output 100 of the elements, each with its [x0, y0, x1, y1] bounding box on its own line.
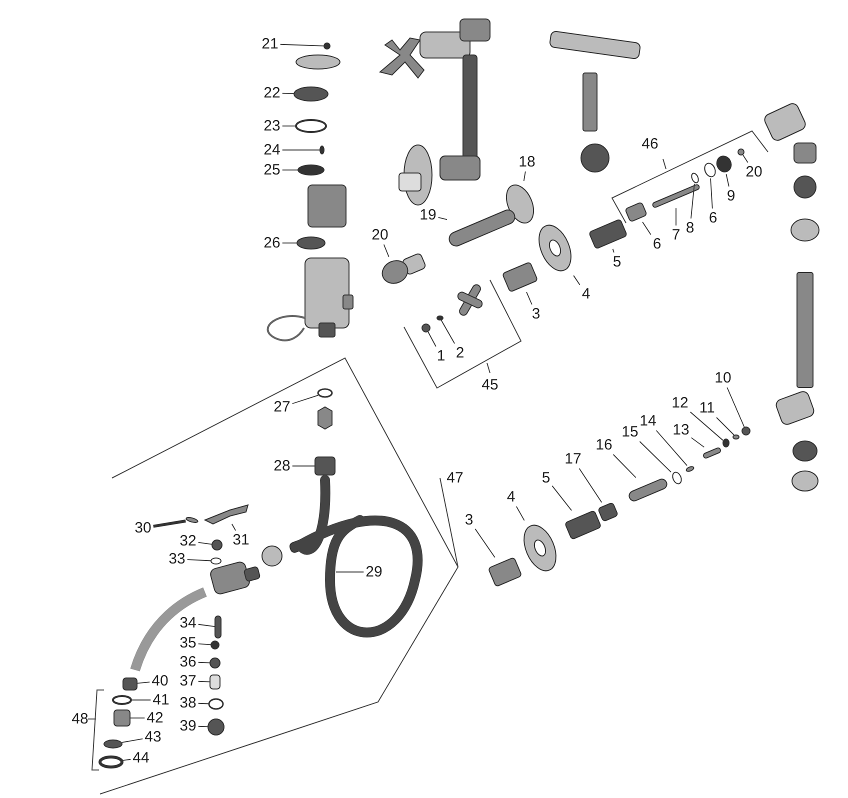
spring: [686, 466, 694, 472]
ball: [210, 640, 220, 650]
leader-line: [573, 275, 580, 286]
leader-line: [612, 248, 614, 253]
callout-number: 15: [622, 424, 638, 440]
pin: [186, 517, 198, 523]
spring: [210, 674, 220, 690]
callout-number: 35: [180, 636, 196, 650]
leader-line: [642, 222, 652, 236]
callout-number: 37: [180, 674, 196, 688]
leader-line: [428, 332, 436, 347]
leader-line: [726, 174, 730, 187]
pin: [320, 146, 324, 154]
o-ring: [691, 172, 699, 184]
callout-number: 30: [134, 520, 152, 536]
leader-line: [282, 92, 294, 94]
callout-number: 26: [264, 236, 280, 250]
leader-line: [438, 217, 448, 220]
callout-number: 8: [686, 220, 694, 236]
callout-number: 46: [642, 136, 658, 152]
callout-number: 5: [612, 254, 622, 270]
washer: [716, 156, 732, 172]
callout-number: 43: [144, 730, 162, 744]
leader-line: [552, 485, 572, 511]
leader-line: [186, 559, 212, 562]
fitting: [738, 148, 744, 156]
nut: [208, 718, 224, 736]
callout-number: 25: [264, 162, 280, 178]
leader-line: [474, 528, 496, 558]
callout-number: 23: [264, 118, 280, 134]
callout-number: 20: [372, 228, 388, 242]
screw: [422, 324, 430, 332]
nut: [382, 260, 408, 284]
pin: [732, 434, 740, 440]
flange: [506, 184, 534, 224]
leader-line: [612, 454, 636, 478]
leader-line: [710, 178, 713, 209]
leader-line: [282, 242, 298, 244]
callout-number: 3: [464, 512, 474, 528]
callout-number: 40: [152, 674, 168, 688]
callout-number: 24: [264, 142, 280, 158]
callout-number: 47: [446, 470, 464, 486]
leader-line: [523, 171, 526, 182]
callout-number: 12: [672, 396, 688, 410]
callout-number: 18: [518, 154, 536, 170]
leader-line: [153, 520, 186, 528]
escutcheon: [524, 524, 556, 572]
callout-number: 6: [708, 210, 718, 226]
callout-number: 29: [366, 564, 382, 580]
leader-line: [526, 292, 532, 305]
leader-line: [690, 183, 695, 219]
callout-number: 27: [274, 400, 290, 414]
leader-line: [198, 680, 210, 682]
callout-number: 45: [482, 378, 498, 392]
o-ring: [295, 119, 327, 133]
nut: [742, 426, 750, 436]
leader-line: [656, 430, 688, 466]
o-ring: [317, 388, 333, 398]
leader-line: [198, 702, 210, 704]
hose: [295, 475, 422, 638]
callout-number: 2: [456, 346, 464, 360]
callout-number: 16: [596, 438, 612, 452]
leader-line: [578, 468, 602, 503]
leader-line: [292, 394, 318, 404]
callout-number: 38: [180, 696, 196, 710]
lever-handle: [204, 504, 249, 525]
cap: [212, 540, 222, 550]
callout-number: 7: [672, 228, 680, 242]
callout-number: 10: [714, 370, 732, 386]
callout-number: 34: [180, 616, 196, 630]
leader-line: [726, 387, 745, 428]
screw: [702, 446, 722, 460]
callout-number: 28: [274, 458, 290, 474]
leader-line: [516, 506, 525, 521]
callout-number: 33: [168, 552, 186, 566]
leader-line: [742, 154, 748, 163]
o-ring: [112, 695, 132, 705]
o-ring: [98, 756, 124, 768]
ring: [704, 162, 716, 178]
callout-number: 13: [672, 422, 690, 438]
leader-line: [639, 441, 672, 473]
callout-number: 39: [180, 718, 196, 734]
bushing: [597, 502, 619, 522]
leader-line: [690, 412, 724, 441]
callout-number: 20: [746, 164, 762, 180]
escutcheon: [538, 224, 572, 272]
callout-number: 44: [132, 750, 150, 766]
leader-line: [198, 624, 216, 628]
washer: [722, 438, 730, 448]
callout-number: 19: [420, 208, 436, 222]
callout-number: 41: [152, 692, 170, 708]
leader-line: [440, 320, 456, 344]
o-ring: [210, 558, 222, 564]
washer: [296, 236, 326, 250]
leader-line: [136, 682, 150, 684]
washer: [298, 164, 324, 176]
callout-number: 31: [232, 532, 250, 548]
leader-line: [198, 643, 212, 646]
pin: [324, 42, 330, 50]
cap: [294, 86, 328, 102]
